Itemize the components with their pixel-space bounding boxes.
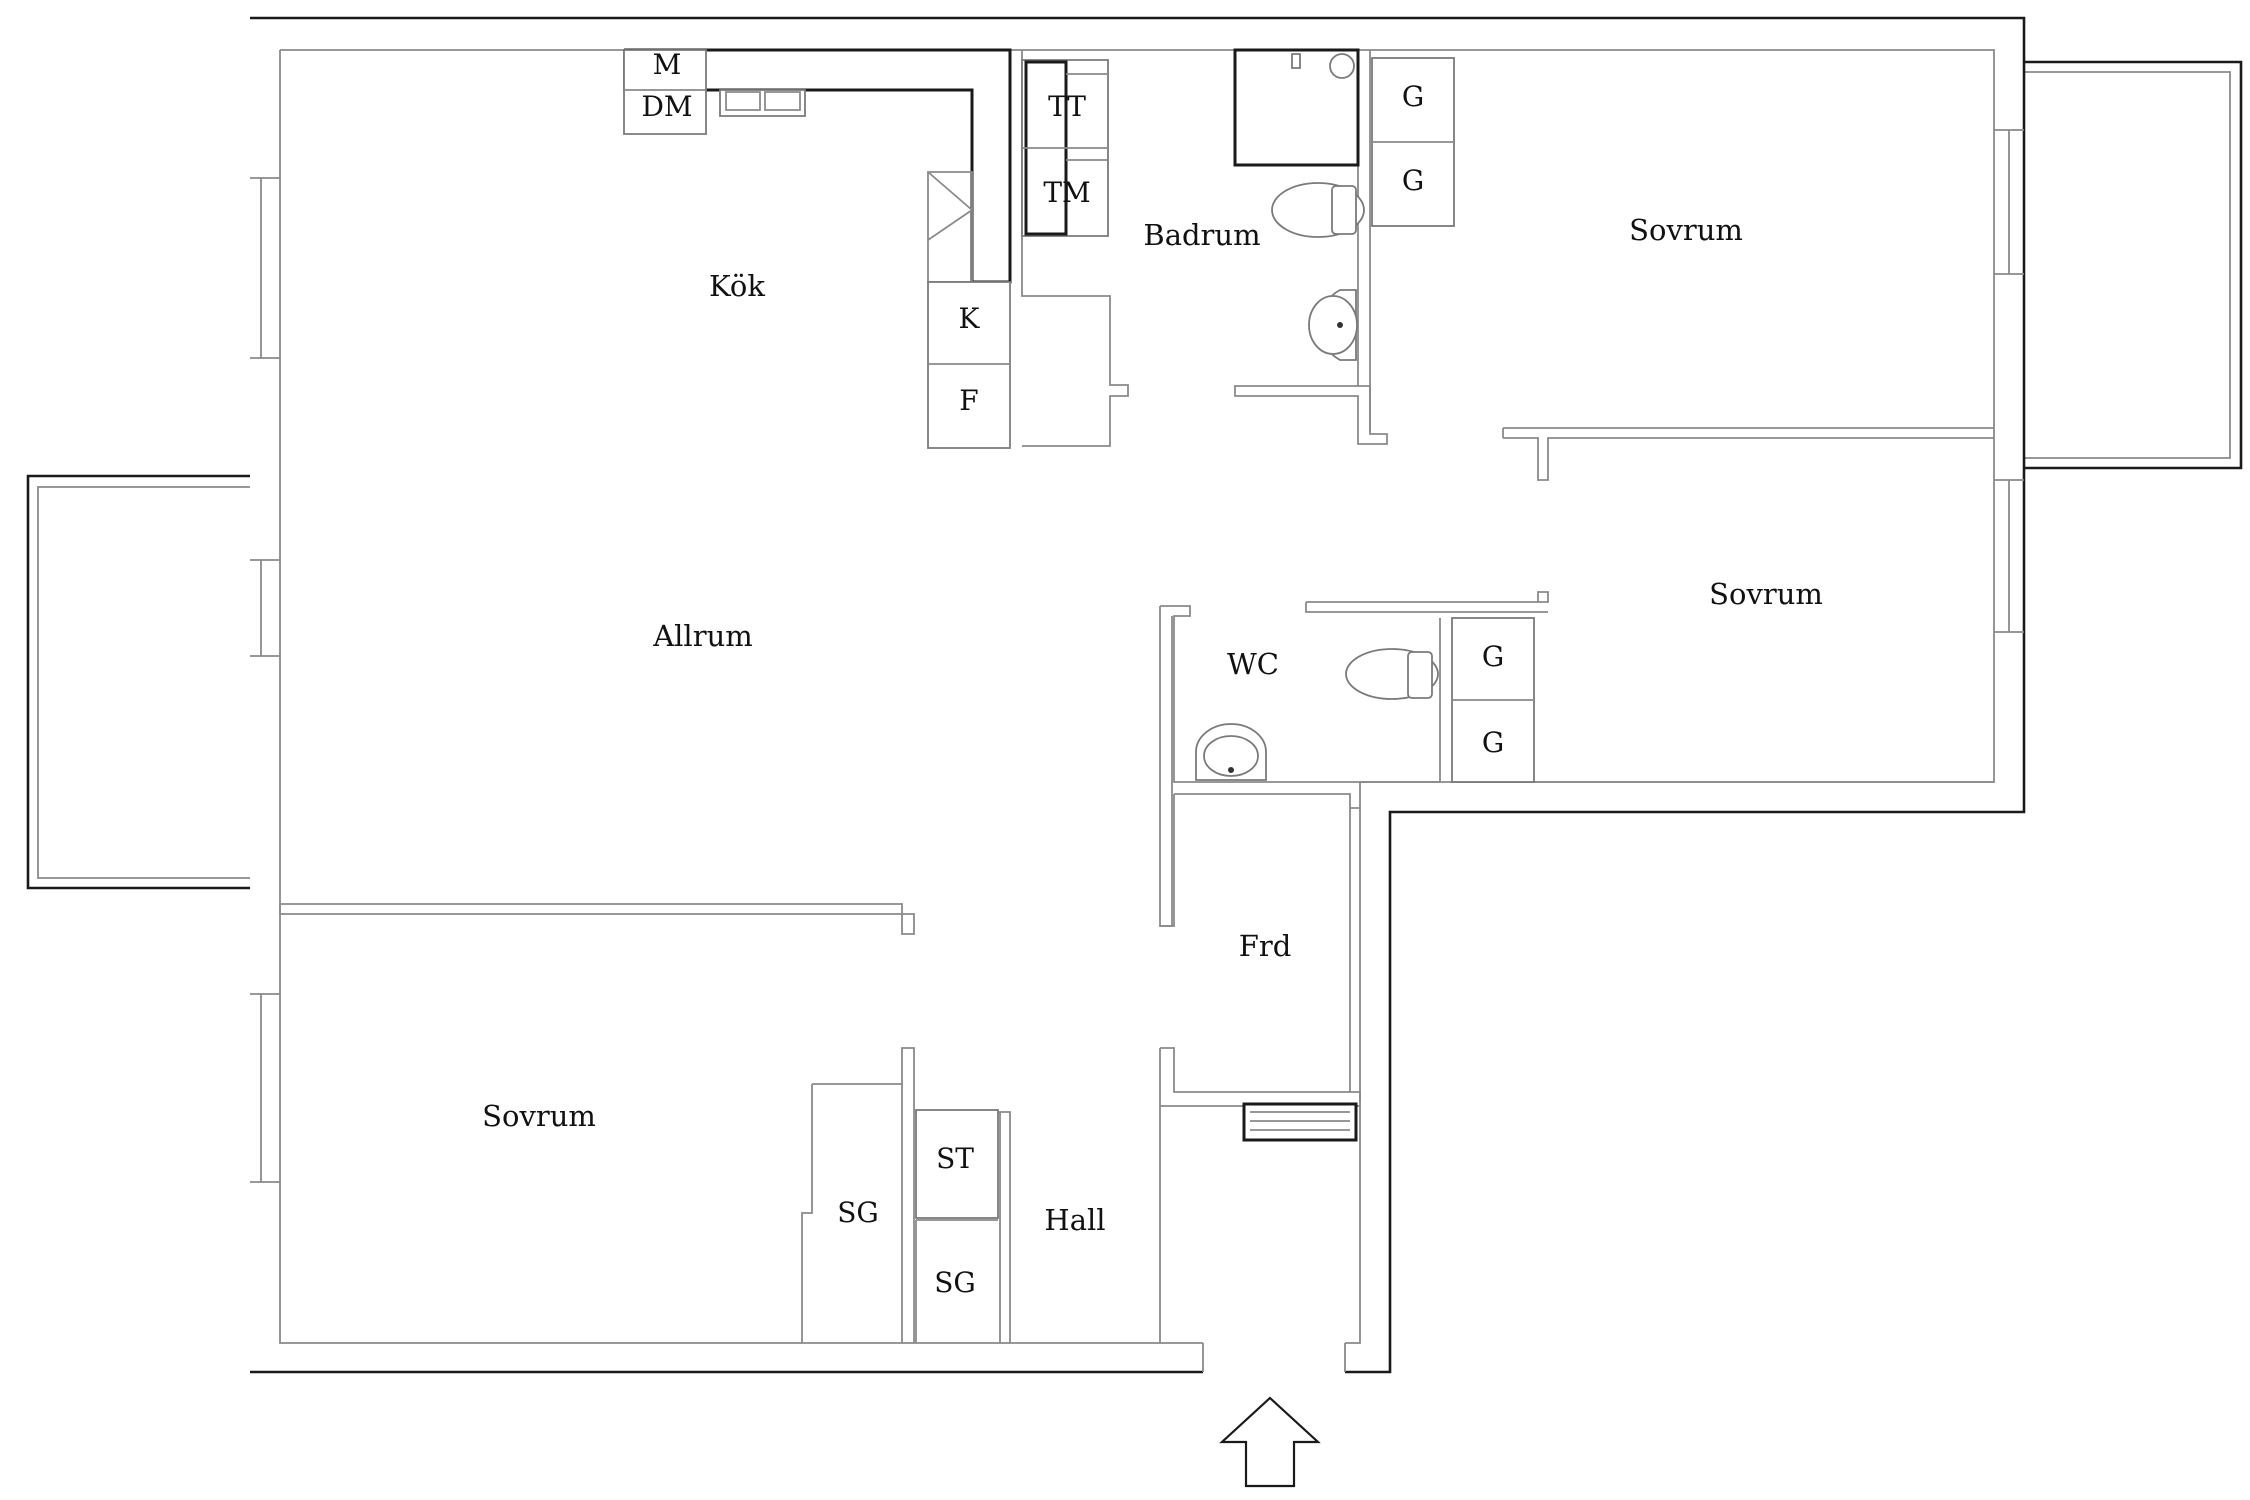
fixture-label-sg1: SG — [837, 1196, 879, 1229]
up-arrow-icon — [1219, 1396, 1321, 1488]
windows — [250, 129, 2024, 1183]
interior-walls — [279, 50, 1994, 1343]
toilet-wc — [1345, 648, 1439, 700]
room-label-hall: Hall — [1044, 1203, 1105, 1237]
room-label-sovrum-sw: Sovrum — [482, 1099, 596, 1133]
kitchen-counter — [623, 48, 1012, 449]
sink-bath — [1308, 289, 1358, 361]
room-label-sovrum-e: Sovrum — [1709, 577, 1823, 611]
sink-wc — [1195, 723, 1267, 781]
room-label-sovrum-ne: Sovrum — [1629, 213, 1743, 247]
fixture-label-sg2: SG — [934, 1266, 976, 1299]
wardrobes-ne — [1371, 57, 1455, 227]
room-label-wc: WC — [1227, 647, 1279, 681]
wardrobes-e — [1451, 617, 1535, 783]
balcony-east — [2024, 60, 2243, 470]
shower — [1233, 48, 1360, 167]
balcony-west — [26, 474, 250, 890]
entrance-door-opening — [1202, 1343, 1346, 1372]
fixture-label-dm: DM — [641, 90, 692, 123]
outer-wall — [250, 16, 2026, 1374]
toilet-bath — [1271, 182, 1365, 238]
laundry-column — [1021, 59, 1109, 237]
fixture-label-f: F — [959, 384, 978, 417]
room-label-badrum: Badrum — [1143, 218, 1260, 252]
fixture-label-g4: G — [1482, 726, 1504, 759]
hall-closets — [915, 1109, 999, 1343]
room-label-frd: Frd — [1239, 929, 1292, 963]
fixture-label-g1: G — [1402, 80, 1424, 113]
radiator — [1242, 1102, 1358, 1142]
fixture-label-g2: G — [1402, 164, 1424, 197]
room-label-allrum: Allrum — [652, 619, 753, 653]
fixture-label-tm: TM — [1043, 176, 1090, 209]
fixture-label-m: M — [653, 48, 682, 81]
fixture-label-g3: G — [1482, 640, 1504, 673]
fixture-label-k: K — [959, 302, 981, 335]
fixture-label-tt: TT — [1048, 90, 1086, 123]
room-label-kok: Kök — [709, 269, 765, 303]
fixture-label-st: ST — [936, 1142, 974, 1175]
